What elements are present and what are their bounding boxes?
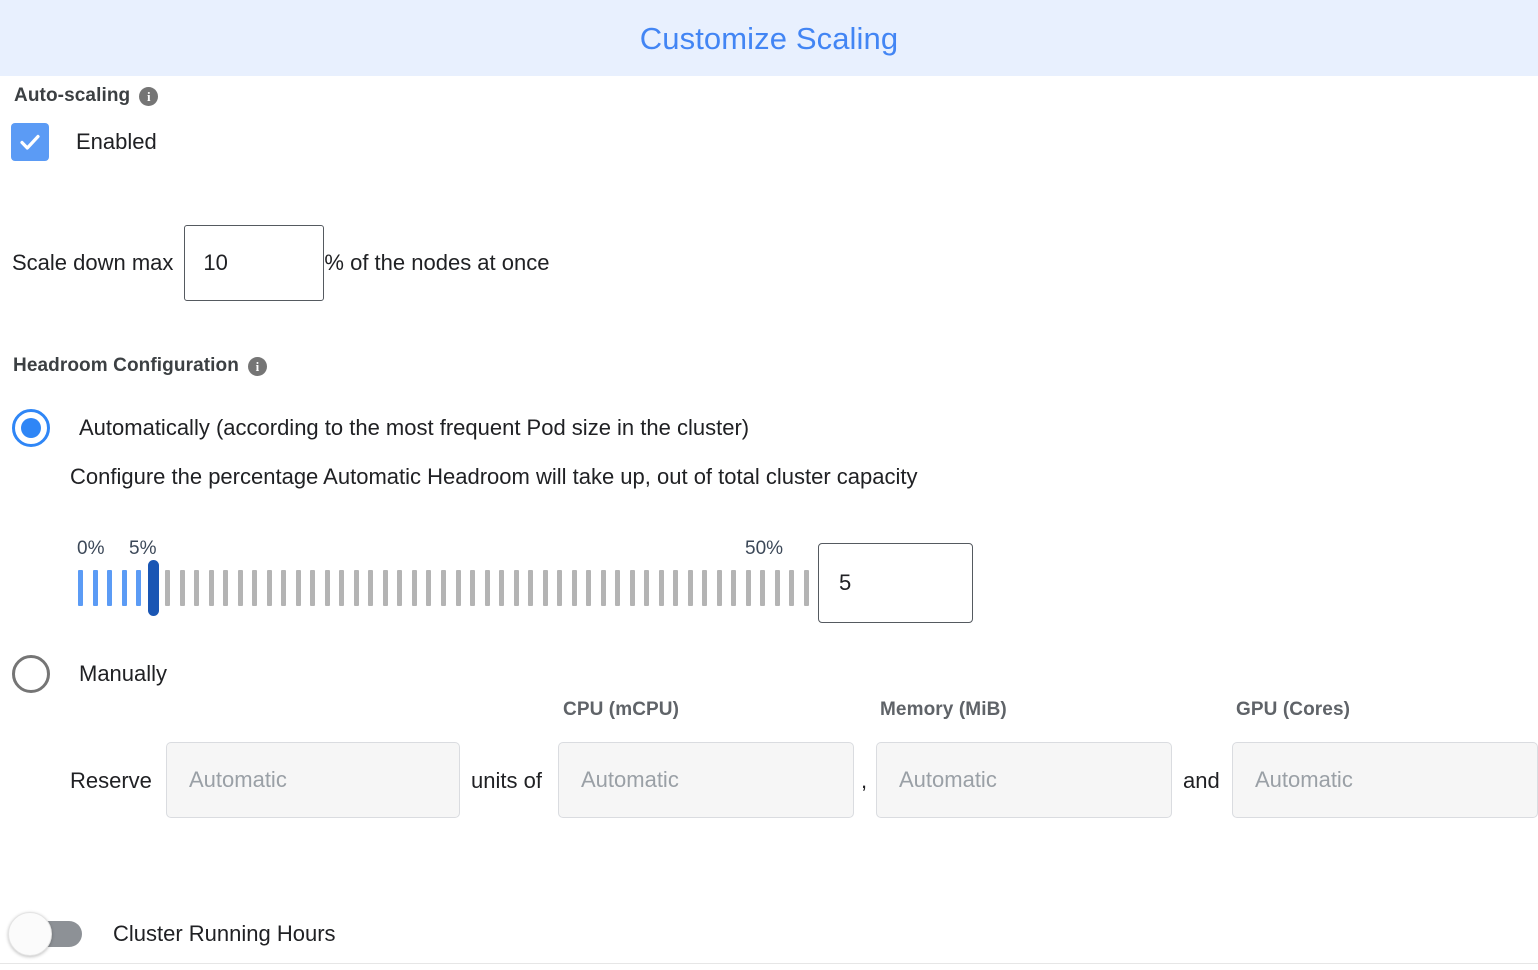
slider-tick bbox=[557, 570, 563, 606]
slider-min-label: 0% bbox=[77, 538, 105, 559]
headroom-automatically-label: Automatically (according to the most fre… bbox=[79, 415, 750, 440]
headroom-manually-label: Manually bbox=[79, 661, 168, 686]
slider-max-label: 50% bbox=[745, 538, 784, 559]
slider-tick bbox=[310, 570, 316, 606]
slider-tick bbox=[687, 570, 693, 606]
slider-tick bbox=[237, 570, 243, 606]
slider-tick bbox=[673, 570, 679, 606]
check-icon bbox=[20, 134, 40, 150]
slider-tick bbox=[324, 570, 330, 606]
headroom-manually-radio[interactable] bbox=[12, 655, 50, 693]
slider-tick bbox=[353, 570, 359, 606]
slider-tick bbox=[92, 570, 98, 606]
slider-tick bbox=[136, 570, 142, 606]
slider-tick bbox=[470, 570, 476, 606]
toggle-knob bbox=[8, 912, 52, 956]
slider-tick bbox=[629, 570, 635, 606]
column-header-gpu: GPU (Cores) bbox=[1236, 699, 1351, 720]
slider-tick bbox=[484, 570, 490, 606]
headroom-percentage-slider[interactable]: 0% 5% 50% bbox=[0, 525, 1538, 645]
slider-tick bbox=[455, 570, 461, 606]
reserve-label: Reserve bbox=[70, 768, 152, 793]
slider-tick bbox=[499, 570, 505, 606]
reserve-gpu-input[interactable] bbox=[1232, 742, 1538, 818]
scale-down-max-input[interactable] bbox=[184, 225, 325, 301]
slider-tick bbox=[760, 570, 766, 606]
autoscaling-info-icon[interactable]: i bbox=[139, 86, 159, 106]
reserve-comma-separator: , bbox=[861, 768, 868, 793]
page-title: Customize Scaling bbox=[639, 20, 899, 56]
slider-tick bbox=[78, 570, 83, 606]
autoscaling-enabled-row[interactable]: Enabled bbox=[11, 123, 157, 161]
column-header-memory: Memory (MiB) bbox=[880, 699, 1007, 720]
slider-tick bbox=[774, 570, 780, 606]
column-header-cpu: CPU (mCPU) bbox=[563, 699, 680, 720]
headroom-automatically-radio[interactable] bbox=[12, 409, 50, 447]
autoscaling-enabled-checkbox[interactable] bbox=[11, 123, 49, 161]
slider-tick bbox=[731, 570, 737, 606]
slider-tick bbox=[223, 570, 229, 606]
slider-thumb[interactable] bbox=[147, 560, 159, 616]
headroom-option-manually[interactable]: Manually bbox=[12, 655, 167, 693]
slider-tick bbox=[658, 570, 664, 606]
headroom-automatically-description: Configure the percentage Automatic Headr… bbox=[70, 464, 918, 489]
slider-tick bbox=[426, 570, 432, 606]
slider-tick bbox=[804, 570, 809, 606]
slider-tick bbox=[368, 570, 374, 606]
slider-tick bbox=[295, 570, 301, 606]
slider-track[interactable] bbox=[78, 560, 809, 616]
slider-tick bbox=[513, 570, 519, 606]
headroom-section-heading: Headroom Configuration i bbox=[13, 355, 267, 377]
slider-tick bbox=[615, 570, 621, 606]
slider-tick bbox=[252, 570, 258, 606]
slider-tick bbox=[600, 570, 606, 606]
cluster-running-hours-toggle[interactable] bbox=[8, 912, 82, 956]
cluster-running-hours-row[interactable]: Cluster Running Hours bbox=[8, 912, 336, 956]
slider-tick bbox=[382, 570, 388, 606]
reserve-cpu-input[interactable] bbox=[558, 742, 854, 818]
units-of-label: units of bbox=[471, 768, 542, 793]
slider-tick bbox=[194, 570, 200, 606]
slider-tick bbox=[441, 570, 446, 606]
slider-tick bbox=[789, 570, 795, 606]
slider-tick bbox=[339, 570, 345, 606]
slider-tick bbox=[165, 570, 171, 606]
autoscaling-section-heading: Auto-scaling i bbox=[14, 85, 159, 107]
slider-tick bbox=[411, 570, 417, 606]
slider-tick bbox=[644, 570, 650, 606]
slider-tick bbox=[179, 570, 185, 606]
slider-tick bbox=[702, 570, 708, 606]
slider-tick bbox=[528, 570, 534, 606]
slider-tick bbox=[716, 570, 722, 606]
autoscaling-section-label: Auto-scaling bbox=[14, 85, 131, 106]
headroom-info-icon[interactable]: i bbox=[247, 356, 267, 376]
headroom-section-label: Headroom Configuration bbox=[13, 355, 239, 376]
slider-tick bbox=[121, 570, 127, 606]
scale-down-max-label: Scale down max bbox=[12, 250, 174, 275]
reserve-units-input[interactable] bbox=[166, 742, 460, 818]
scale-down-max-suffix: % of the nodes at once bbox=[324, 250, 550, 275]
page-header: Customize Scaling bbox=[0, 0, 1538, 76]
reserve-and-label: and bbox=[1183, 768, 1220, 793]
slider-current-label: 5% bbox=[129, 538, 157, 559]
slider-tick bbox=[397, 570, 403, 606]
slider-tick bbox=[281, 570, 287, 606]
slider-tick bbox=[571, 570, 577, 606]
reserve-memory-input[interactable] bbox=[876, 742, 1172, 818]
scale-down-max-row: Scale down max % of the nodes at once bbox=[12, 225, 549, 301]
slider-tick bbox=[542, 570, 548, 606]
bottom-divider bbox=[0, 963, 1538, 964]
slider-tick bbox=[586, 570, 592, 606]
headroom-percentage-input[interactable] bbox=[818, 543, 973, 623]
slider-tick bbox=[266, 570, 272, 606]
slider-tick bbox=[107, 570, 113, 606]
slider-tick bbox=[208, 570, 214, 606]
headroom-option-automatically[interactable]: Automatically (according to the most fre… bbox=[12, 409, 749, 447]
slider-tick bbox=[745, 570, 751, 606]
autoscaling-enabled-label: Enabled bbox=[76, 129, 157, 154]
cluster-running-hours-label: Cluster Running Hours bbox=[113, 921, 336, 946]
